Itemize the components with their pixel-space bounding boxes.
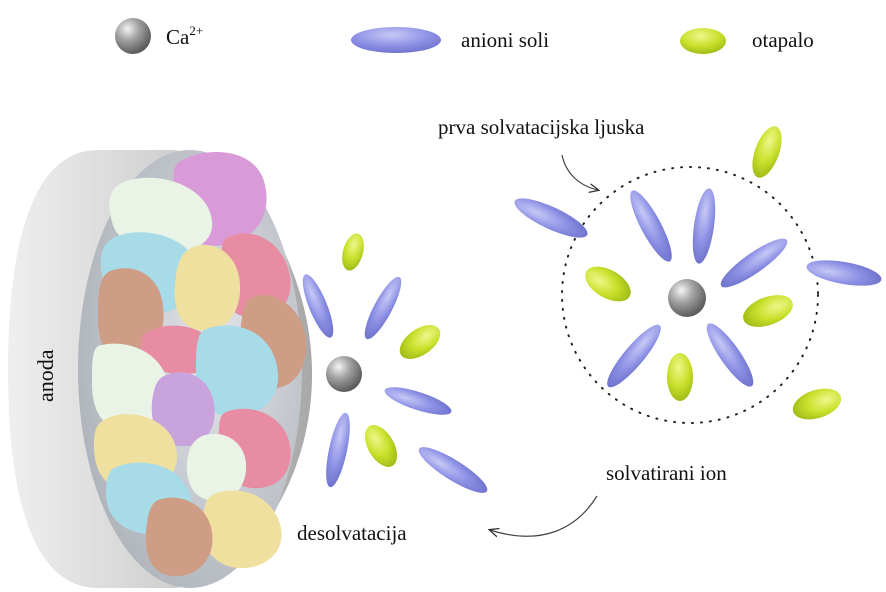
- desolvation-label: desolvatacija: [297, 521, 407, 545]
- deposit-blob: [92, 343, 170, 431]
- anion-molecule: [720, 238, 788, 288]
- anion-molecule: [630, 190, 672, 262]
- deposit-blob: [174, 245, 241, 331]
- solvent-molecule: [743, 295, 793, 327]
- shell-label: prva solvatacijska ljuska: [438, 115, 645, 139]
- deposit-blob: [151, 372, 215, 447]
- desolvation-arrow: [490, 495, 598, 536]
- shell-pointer-arrow: [561, 154, 598, 190]
- anion-molecule: [418, 447, 488, 493]
- solvent-molecule: [792, 388, 842, 420]
- anion-molecule: [692, 188, 716, 264]
- anion-molecule: [514, 198, 588, 238]
- annotations: prva solvatacijska ljuska solvatirani io…: [297, 115, 727, 545]
- anion-molecule: [364, 276, 402, 340]
- solvent-molecule: [342, 233, 364, 271]
- legend-anion-label: anioni soli: [461, 28, 549, 52]
- legend: Ca2+ anioni soli otapalo: [115, 18, 814, 54]
- anion-molecule: [326, 412, 350, 488]
- anion-molecule: [302, 274, 334, 338]
- solvent-molecule: [364, 425, 398, 467]
- legend-ion-icon: [115, 18, 151, 54]
- calcium-ion: [668, 279, 706, 317]
- legend-solvent-icon: [680, 28, 726, 54]
- desolvating-ion-cluster: [302, 233, 488, 493]
- legend-ion-label: Ca2+: [166, 23, 203, 49]
- anion-molecule: [706, 323, 754, 387]
- legend-anion-icon: [351, 27, 441, 53]
- anion-molecule: [384, 387, 452, 415]
- solvated-ion-label: solvatirani ion: [606, 461, 727, 485]
- deposit-blob: [196, 325, 279, 417]
- solvent-molecule: [585, 266, 631, 302]
- solvated-ion: [514, 126, 882, 424]
- deposit-blobs: [92, 152, 307, 577]
- calcium-ion: [326, 356, 362, 392]
- deposit-blob: [145, 497, 213, 577]
- deposit-blob: [186, 433, 247, 501]
- anion-molecule: [607, 324, 661, 388]
- anode: anoda: [8, 150, 313, 588]
- solvent-molecule: [667, 353, 693, 401]
- deposit-blob: [201, 490, 282, 569]
- first-solvation-shell: [561, 166, 819, 424]
- solvent-molecule: [752, 126, 782, 178]
- solvent-molecule: [399, 325, 441, 359]
- anode-label: anoda: [33, 349, 58, 402]
- legend-solvent-label: otapalo: [752, 28, 814, 52]
- anion-molecule: [806, 260, 882, 286]
